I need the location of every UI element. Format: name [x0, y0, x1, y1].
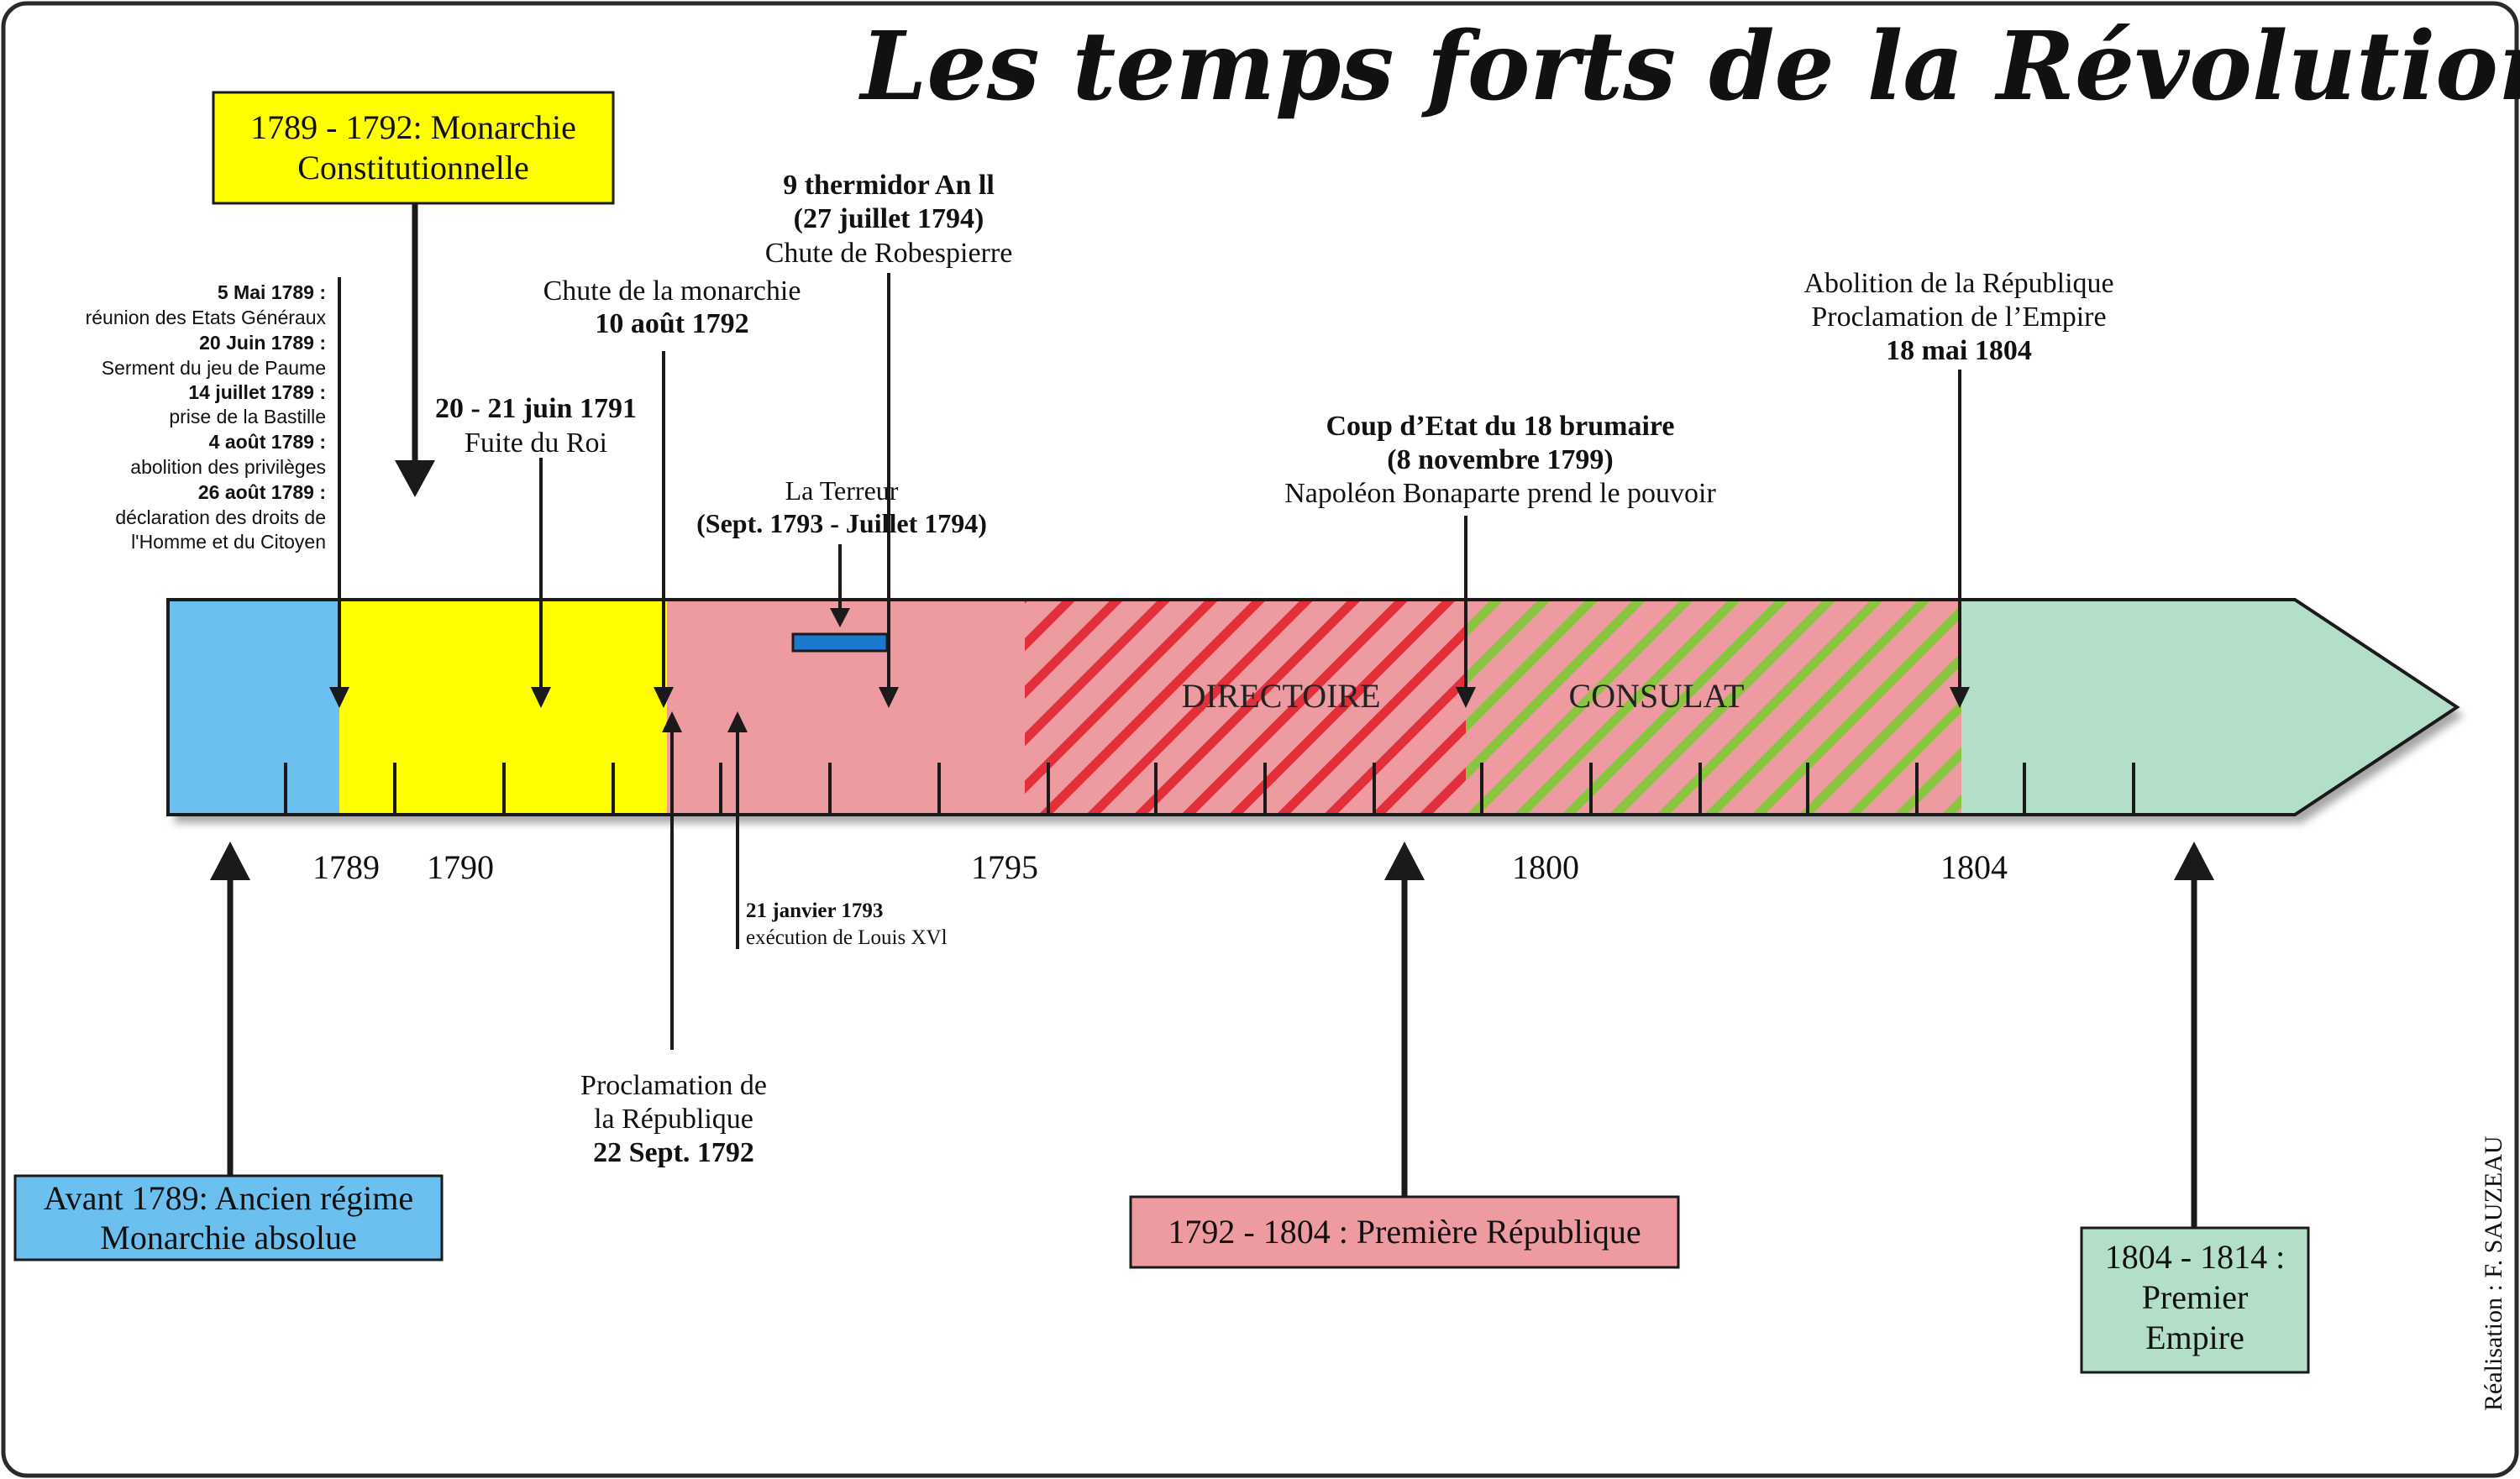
event-text: exécution de Louis XVl — [746, 926, 948, 949]
box-text: 1789 - 1792: Monarchie — [250, 108, 576, 146]
event-text: la République — [594, 1104, 753, 1135]
box-text: Monarchie absolue — [100, 1219, 356, 1256]
arrowhead — [210, 842, 250, 880]
event-text: l'Homme et du Citoyen — [131, 531, 326, 553]
box-ancien-regime: Avant 1789: Ancien régime Monarchie abso… — [13, 1174, 444, 1261]
timeline-outline — [166, 598, 2460, 816]
event-terreur: La Terreur (Sept. 1793 - Juillet 1794) — [696, 475, 987, 538]
page-title: Les temps forts de la Révolution — [858, 12, 2520, 122]
box-text: 1792 - 1804 : Première République — [1168, 1213, 1641, 1251]
box-text: Empire — [2145, 1319, 2244, 1356]
event-text: Napoléon Bonaparte prend le pouvoir — [1284, 478, 1716, 509]
box-premier-empire: 1804 - 1814 : Premier Empire — [2080, 1226, 2310, 1374]
year-label: 1795 — [971, 848, 1038, 886]
event-text: Proclamation de l’Empire — [1811, 302, 2106, 333]
arrowhead — [531, 687, 551, 708]
regime-arrows — [227, 203, 2197, 1277]
year-label: 1804 — [1940, 848, 2008, 886]
event-date: 5 Mai 1789 : — [218, 281, 326, 303]
year-labels: 1789 1790 1795 1800 1804 — [312, 848, 2008, 886]
box-text: Avant 1789: Ancien régime — [44, 1179, 413, 1217]
segment-directoire — [1025, 600, 1466, 815]
box-premiere-republique: 1792 - 1804 : Première République — [1129, 1195, 1680, 1269]
event-text: Chute de Robespierre — [765, 238, 1013, 269]
period-consulat: CONSULAT — [1569, 677, 1745, 715]
event-text: Abolition de la République — [1803, 268, 2113, 299]
arrowhead — [329, 687, 349, 708]
period-directoire: DIRECTOIRE — [1181, 677, 1380, 715]
event-text: prise de la Bastille — [169, 406, 326, 427]
tick-marks — [284, 763, 2135, 815]
arrowhead — [727, 711, 748, 732]
event-text: La Terreur — [785, 475, 899, 506]
event-date: 22 Sept. 1792 — [593, 1137, 754, 1168]
event-date: 26 août 1789 : — [198, 481, 326, 503]
event-text: Serment du jeu de Paume — [102, 357, 326, 379]
event-proclamation-republique: Proclamation de la République 22 Sept. 1… — [580, 1070, 767, 1168]
segment-empire — [1961, 600, 2457, 815]
event-arrows — [338, 273, 1961, 1050]
event-date: 21 janvier 1793 — [746, 899, 883, 922]
event-thermidor: 9 thermidor An ll (27 juillet 1794) Chut… — [765, 170, 1013, 269]
arrowhead — [395, 460, 435, 497]
events-1789-list: 5 Mai 1789 : réunion des Etats Généraux … — [86, 281, 327, 553]
event-text: Fuite du Roi — [465, 427, 607, 459]
terreur-bar — [791, 632, 889, 653]
event-arrowheads — [329, 608, 1970, 732]
event-date: 18 mai 1804 — [1886, 335, 2032, 366]
box-monarchie-constitutionnelle: 1789 - 1792: Monarchie Constitutionnelle — [212, 91, 615, 205]
arrowhead — [1384, 842, 1425, 880]
event-date: (8 novembre 1799) — [1387, 444, 1613, 475]
regime-arrowheads — [210, 460, 2214, 880]
arrowhead — [654, 687, 674, 708]
event-text: Chute de la monarchie — [543, 275, 801, 307]
year-label: 1790 — [427, 848, 494, 886]
box-text: Premier — [2142, 1278, 2249, 1316]
event-date: 20 Juin 1789 : — [199, 332, 326, 354]
event-text: Proclamation de — [580, 1070, 767, 1101]
segment-consulat — [1466, 600, 1961, 815]
year-label: 1800 — [1512, 848, 1579, 886]
event-chute-monarchie: Chute de la monarchie 10 août 1792 — [543, 275, 801, 339]
segment-ancien-regime — [168, 600, 339, 815]
event-louis-xvi: 21 janvier 1793 exécution de Louis XVl — [746, 899, 948, 949]
author-credit: Réalisation : F. SAUZEAU — [2480, 1135, 2507, 1411]
event-date: 4 août 1789 : — [209, 431, 326, 453]
event-date: (Sept. 1793 - Juillet 1794) — [696, 508, 987, 538]
arrowhead — [879, 687, 899, 708]
event-empire: Abolition de la République Proclamation … — [1803, 268, 2113, 366]
event-text: réunion des Etats Généraux — [86, 307, 327, 328]
event-date: Coup d’Etat du 18 brumaire — [1326, 411, 1675, 442]
arrowhead — [1456, 687, 1476, 708]
event-text: déclaration des droits de — [115, 506, 326, 528]
arrowhead — [2174, 842, 2214, 880]
box-text: Constitutionnelle — [297, 149, 529, 186]
event-date: 9 thermidor An ll — [783, 170, 995, 201]
event-text: abolition des privilèges — [130, 456, 326, 478]
event-date: 14 juillet 1789 : — [188, 381, 326, 403]
arrowhead — [1950, 687, 1970, 708]
box-text: 1804 - 1814 : — [2105, 1238, 2285, 1276]
event-date: (27 juillet 1794) — [794, 203, 984, 234]
arrowhead — [662, 711, 682, 732]
event-date: 20 - 21 juin 1791 — [435, 393, 637, 424]
event-fuite-du-roi: 20 - 21 juin 1791 Fuite du Roi — [435, 393, 637, 459]
year-label: 1789 — [312, 848, 380, 886]
arrowhead — [830, 608, 850, 627]
event-brumaire: Coup d’Etat du 18 brumaire (8 novembre 1… — [1284, 411, 1716, 509]
event-date: 10 août 1792 — [595, 308, 748, 339]
